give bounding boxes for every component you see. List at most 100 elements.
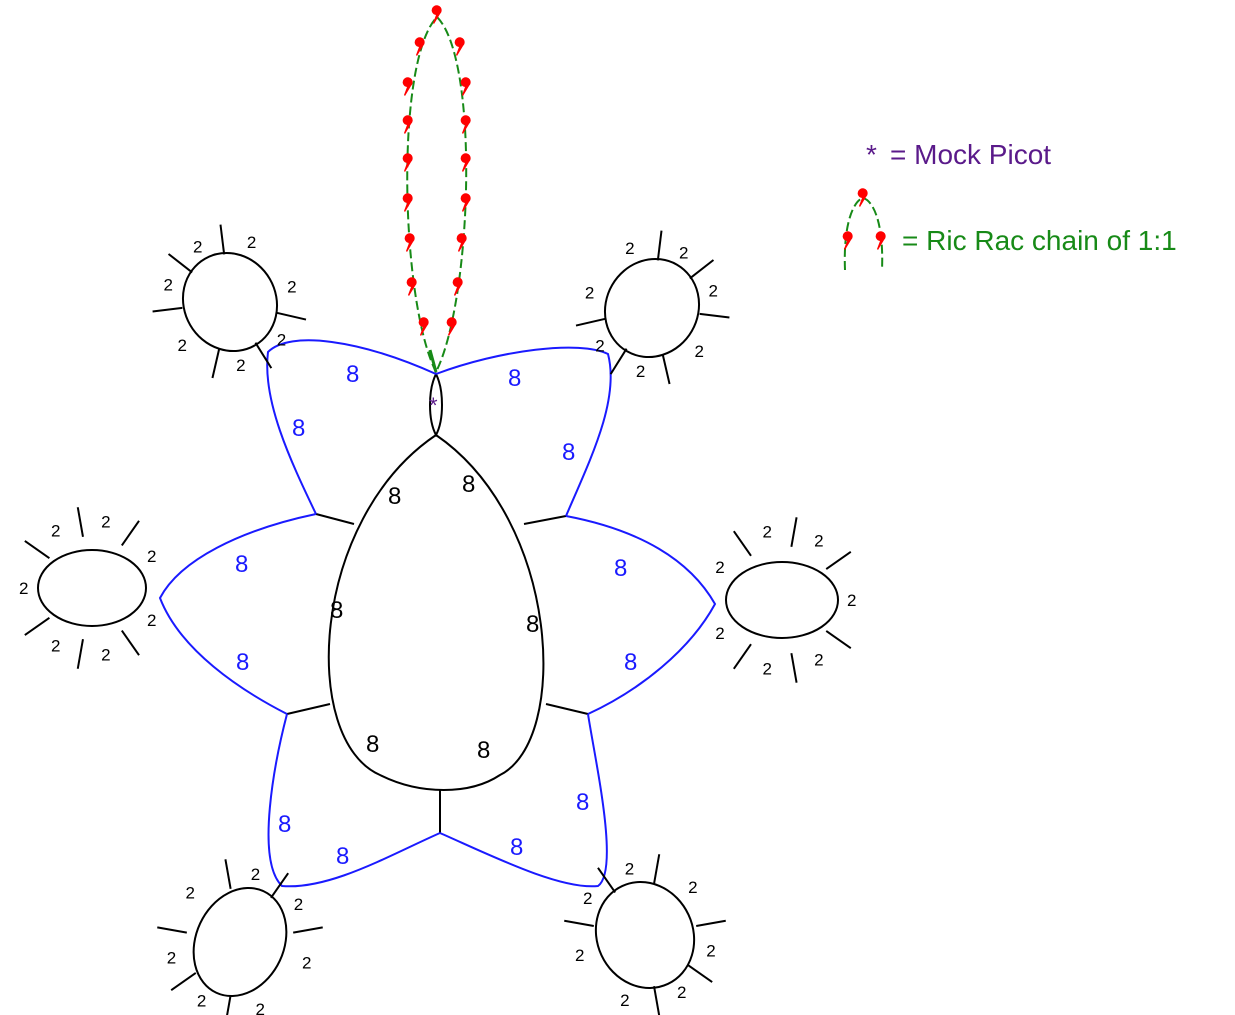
petal-count: 2	[575, 946, 584, 965]
picot	[211, 348, 221, 379]
ricrac-stitch	[406, 277, 417, 296]
legend-mock-picot-symbol: *	[866, 139, 877, 170]
ricrac-stitch	[460, 77, 471, 96]
picot	[157, 926, 187, 934]
petal-count: 2	[762, 523, 771, 542]
chains	[158, 339, 717, 888]
petal-count: 2	[51, 637, 60, 656]
chain-count: 8	[576, 789, 589, 816]
chain-counts: 8 8 8 8 8 8 8 8 8 8 8 8	[235, 361, 637, 870]
ricrac-legend-icon	[842, 188, 886, 271]
picot	[696, 919, 726, 927]
chain-top-left	[266, 339, 437, 515]
ricrac-stitch	[402, 77, 413, 96]
picot	[656, 230, 663, 261]
petal-count: 2	[101, 512, 110, 531]
picot	[733, 643, 752, 670]
center-ring-count: 8	[526, 611, 539, 638]
picot	[790, 653, 798, 683]
picot	[825, 630, 852, 649]
petal-count: 2	[585, 284, 594, 303]
picot	[167, 253, 193, 274]
legend: * = Mock Picot = Ric Rac chain of 1:1	[842, 139, 1177, 271]
petal-count: 2	[163, 275, 172, 294]
picot	[689, 259, 715, 280]
petal-ring	[181, 251, 279, 353]
petal-count: 2	[847, 591, 856, 610]
center-ring-count: 8	[477, 737, 490, 764]
mock-picot-symbol: *	[429, 393, 438, 418]
ricrac-stitch	[460, 193, 471, 212]
chain-top-right	[435, 346, 612, 517]
picot	[699, 312, 730, 319]
picot	[733, 530, 752, 557]
chain-bottom-right	[439, 713, 608, 888]
petal-count: 2	[625, 860, 634, 879]
chain-mid-right	[565, 515, 717, 715]
ricrac-stitch	[402, 193, 413, 212]
ricrac-stitch	[404, 233, 415, 252]
chain-count: 8	[235, 551, 248, 578]
center-ring-count: 8	[462, 471, 475, 498]
chain-count: 8	[336, 843, 349, 870]
legend-mock-picot-text: = Mock Picot	[890, 139, 1051, 170]
petal-count: 2	[636, 362, 645, 381]
ricrac-stitch	[452, 277, 463, 296]
petal-count: 2	[715, 624, 724, 643]
petal-count: 2	[147, 611, 156, 630]
petal-count: 2	[715, 558, 724, 577]
ricrac-stitch	[402, 153, 413, 172]
picot	[226, 995, 232, 1015]
petal-count: 2	[302, 953, 311, 972]
petal-count: 2	[101, 646, 110, 665]
petal-count: 2	[177, 336, 186, 355]
center-ring-count: 8	[366, 731, 379, 758]
picot	[121, 520, 140, 546]
petal-count: 2	[620, 991, 629, 1010]
chain-count: 8	[278, 811, 291, 838]
chain-count: 8	[236, 649, 249, 676]
petal-count: 2	[709, 281, 718, 300]
petal-ring	[192, 886, 288, 998]
petal-count: 2	[287, 278, 296, 297]
petal-ring	[603, 257, 701, 359]
ricrac-stitch	[431, 5, 442, 25]
chain-count: 8	[614, 555, 627, 582]
petal-count: 2	[695, 342, 704, 361]
mock-picot-ring: *	[429, 371, 443, 438]
petal-count: 2	[247, 233, 256, 252]
petal-count: 2	[197, 992, 206, 1011]
petal-count: 2	[255, 1000, 264, 1015]
petal-count: 2	[762, 659, 771, 678]
chain-count: 8	[508, 365, 521, 392]
petal-count: 2	[814, 532, 823, 551]
petal-count: 2	[814, 650, 823, 669]
ricrac-stitch-marks	[402, 5, 471, 336]
picot	[825, 551, 852, 570]
ricrac-stitch	[454, 37, 465, 56]
picot	[121, 630, 140, 656]
petal-count: 2	[595, 337, 604, 356]
picot	[170, 972, 197, 991]
picot	[254, 342, 273, 369]
petal-count: 2	[277, 331, 286, 350]
chain-count: 8	[292, 415, 305, 442]
picot	[24, 617, 50, 636]
ricrac-stitch	[402, 115, 413, 134]
picot	[219, 224, 226, 255]
picot	[293, 926, 323, 934]
chain-count: 8	[510, 834, 523, 861]
center-ring-count: 8	[330, 597, 343, 624]
petal-count: 2	[294, 895, 303, 914]
ricrac-stitch	[460, 115, 471, 134]
petal-ring	[594, 881, 696, 989]
petal-count: 2	[147, 547, 156, 566]
chain-count: 8	[624, 649, 637, 676]
petal-count: 2	[625, 239, 634, 258]
petal-ring	[37, 549, 147, 627]
picot	[76, 639, 84, 669]
